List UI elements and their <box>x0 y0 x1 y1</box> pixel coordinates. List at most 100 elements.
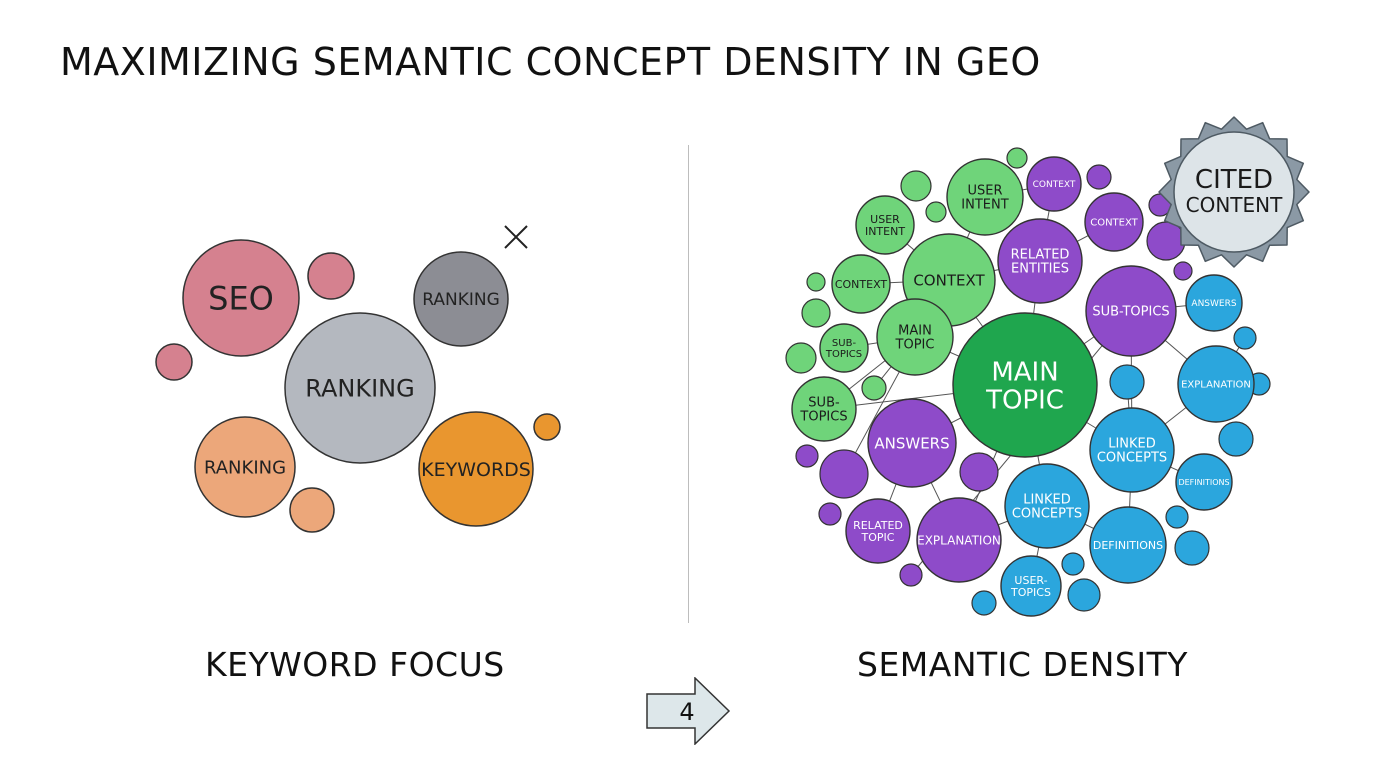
concept-bubble-label: CONTEXT <box>1033 180 1076 190</box>
keyword-bubble-label: RANKING <box>204 457 286 478</box>
page-number: 4 <box>679 698 694 726</box>
decor-bubble <box>899 563 923 587</box>
decor-bubble <box>1218 421 1254 457</box>
concept-bubble-label: DEFINITIONS <box>1093 539 1163 552</box>
keyword-focus-caption: KEYWORD FOCUS <box>205 645 505 684</box>
concept-bubble: SUB-TOPICS <box>791 376 857 442</box>
decor-bubble <box>307 252 355 300</box>
concept-bubble-circle <box>855 195 915 255</box>
concept-bubble-circle <box>1084 192 1144 252</box>
concept-bubble-label: EXPLANATION <box>1181 380 1251 391</box>
concept-bubble: SUB-TOPICS <box>819 323 869 373</box>
concept-bubble: CONTEXT <box>1084 192 1144 252</box>
decor-bubble <box>959 452 999 492</box>
concept-bubble-circle <box>831 254 891 314</box>
next-page-arrow[interactable]: 4 <box>646 677 732 745</box>
decor-bubble <box>1174 530 1210 566</box>
concept-bubble-label: ANSWERS <box>874 434 949 452</box>
decor-bubble <box>1086 164 1112 190</box>
concept-bubble-circle <box>1089 407 1175 493</box>
close-icon <box>504 225 528 249</box>
concept-bubble-circle <box>997 218 1083 304</box>
concept-bubble: EXPLANATION <box>916 497 1002 583</box>
concept-bubble-circle <box>1175 453 1233 511</box>
decor-bubble <box>801 298 831 328</box>
semantic-density-caption: SEMANTIC DENSITY <box>857 645 1188 684</box>
concept-bubble-label: SUB-TOPICS <box>1092 305 1169 320</box>
concept-bubble-label: EXPLANATION <box>917 533 1001 547</box>
concept-bubble: CONTEXT <box>831 254 891 314</box>
concept-bubble: USER-TOPICS <box>1000 555 1062 617</box>
concept-bubble: ANSWERS <box>1185 274 1243 332</box>
section-divider <box>688 145 689 623</box>
decor-bubble <box>785 342 817 374</box>
concept-bubble-circle <box>1026 156 1082 212</box>
keyword-bubble: SEO <box>182 239 300 357</box>
concept-bubble-circle <box>916 497 1002 583</box>
concept-bubble-circle <box>845 498 911 564</box>
decor-bubble <box>971 590 997 616</box>
decor-bubble <box>806 272 826 292</box>
concept-bubble: SUB-TOPICS <box>1085 265 1177 357</box>
decor-bubble <box>1173 261 1193 281</box>
concept-bubble-label: ANSWERS <box>1191 299 1236 309</box>
keyword-bubble-circle <box>194 416 296 518</box>
keyword-bubble-circle <box>182 239 300 357</box>
concept-bubble-circle <box>946 158 1024 236</box>
decor-bubble <box>155 343 193 381</box>
decor-bubble <box>533 413 561 441</box>
keyword-bubble-circle <box>418 411 534 527</box>
page-title: MAXIMIZING SEMANTIC CONCEPT DENSITY IN G… <box>60 40 1041 84</box>
concept-bubble-label: SUB-TOPICS <box>799 396 847 425</box>
keyword-bubble-label: RANKING <box>422 290 500 310</box>
decor-bubble <box>1233 326 1257 350</box>
concept-bubble-circle <box>1004 463 1090 549</box>
concept-bubble-label: CONTEXT <box>835 278 888 291</box>
keyword-bubble-label: RANKING <box>305 375 414 403</box>
concept-bubble: DEFINITIONS <box>1175 453 1233 511</box>
decor-bubble <box>819 449 869 499</box>
decor-bubble <box>861 375 887 401</box>
concept-bubble-circle <box>1089 506 1167 584</box>
concept-bubble-circle <box>819 323 869 373</box>
decor-bubble <box>289 487 335 533</box>
concept-bubble-label: DEFINITIONS <box>1178 478 1229 487</box>
keyword-bubble-circle <box>284 312 436 464</box>
decor-bubble <box>795 444 819 468</box>
concept-bubble-label: CONTEXT <box>1090 218 1138 229</box>
concept-bubble: DEFINITIONS <box>1089 506 1167 584</box>
concept-bubble-label: SUB-TOPICS <box>825 338 862 360</box>
keyword-bubble: KEYWORDS <box>418 411 534 527</box>
concept-bubble-circle <box>1177 345 1255 423</box>
decor-bubble <box>1006 147 1028 169</box>
keyword-bubble: RANKING <box>413 251 509 347</box>
decor-bubble <box>900 170 932 202</box>
concept-bubble-label: CONTEXT <box>913 271 985 289</box>
concept-bubble-circle <box>867 398 957 488</box>
concept-bubble-circle <box>791 376 857 442</box>
concept-bubble: EXPLANATION <box>1177 345 1255 423</box>
concept-bubble: ANSWERS <box>867 398 957 488</box>
keyword-bubble: RANKING <box>284 312 436 464</box>
decor-bubble <box>1165 505 1189 529</box>
concept-bubble-circle <box>1000 555 1062 617</box>
keyword-bubble-label: KEYWORDS <box>421 459 531 481</box>
